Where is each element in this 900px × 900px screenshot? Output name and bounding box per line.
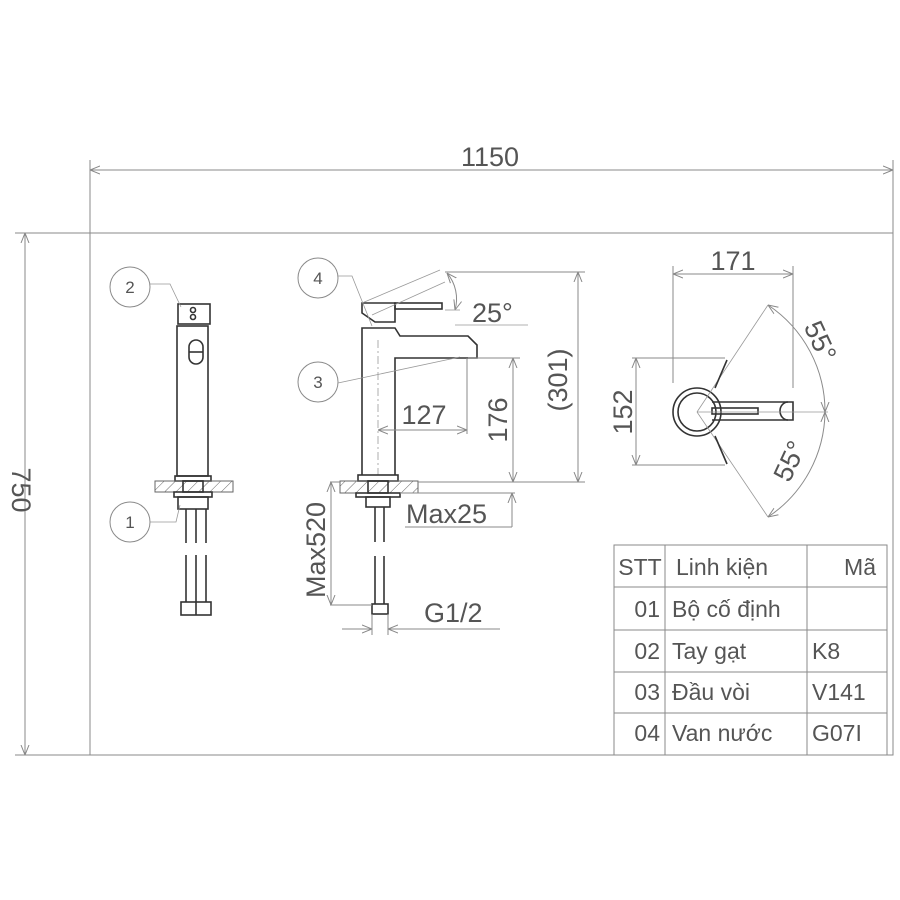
overall-width-label: 1150 (461, 142, 519, 172)
side-view (339, 269, 478, 615)
total-height-dimension: (301) (418, 271, 585, 483)
max-hose-dimension: Max520 (301, 481, 372, 606)
spout-height-dimension: 176 (468, 357, 520, 482)
thread-dimension: G1/2 (342, 598, 500, 635)
svg-text:1: 1 (125, 513, 134, 532)
svg-text:04: 04 (634, 720, 660, 746)
svg-text:03: 03 (634, 679, 660, 705)
svg-text:G07I: G07I (812, 720, 862, 746)
svg-text:G1/2: G1/2 (424, 598, 483, 628)
callout-3: 3 (297, 356, 461, 403)
svg-text:2: 2 (125, 278, 134, 297)
svg-text:Max520: Max520 (301, 502, 331, 598)
svg-text:4: 4 (313, 269, 322, 288)
svg-text:01: 01 (634, 596, 660, 622)
svg-text:Đầu vòi: Đầu vòi (672, 679, 750, 705)
parts-table: STT Linh kiện Mã 01 Bộ cố định 02 Tay gạ… (613, 544, 888, 756)
top-depth-dimension: 152 (608, 357, 725, 466)
svg-text:STT: STT (618, 554, 661, 580)
table-row: 04 Van nước G07I (634, 720, 861, 746)
svg-text:V141: V141 (812, 679, 866, 705)
svg-text:25°: 25° (472, 298, 513, 328)
frame-border (89, 232, 894, 756)
svg-text:Mã: Mã (844, 554, 876, 580)
lever-angle-dimension: 25° (445, 273, 528, 328)
table-row: 02 Tay gạt K8 (634, 638, 840, 664)
svg-text:(301): (301) (543, 348, 573, 411)
front-view (154, 303, 234, 616)
table-header: STT Linh kiện Mã (618, 554, 876, 580)
spout-reach-dimension: 127 (378, 358, 468, 434)
top-width-dimension: 171 (672, 246, 794, 388)
svg-text:Linh kiện: Linh kiện (676, 554, 768, 580)
svg-text:K8: K8 (812, 638, 840, 664)
svg-text:Max25: Max25 (406, 499, 487, 529)
angle-up-label: 55° (798, 316, 842, 366)
svg-text:3: 3 (313, 373, 322, 392)
overall-height-label: 750 (6, 467, 36, 512)
svg-text:127: 127 (401, 400, 446, 430)
top-view (672, 305, 828, 517)
table-row: 03 Đầu vòi V141 (634, 679, 865, 705)
max-counter-dimension: Max25 (400, 492, 515, 529)
callout-4: 4 (297, 257, 373, 327)
svg-text:152: 152 (608, 389, 638, 434)
svg-text:171: 171 (710, 246, 755, 276)
callout-1: 1 (109, 501, 181, 543)
overall-width-dimension: 1150 (89, 142, 894, 233)
table-row: 01 Bộ cố định (634, 596, 780, 622)
callout-2: 2 (109, 266, 182, 308)
svg-text:02: 02 (634, 638, 660, 664)
svg-text:Tay gạt: Tay gạt (672, 638, 747, 664)
svg-text:Bộ cố định: Bộ cố định (672, 596, 781, 622)
svg-text:Van nước: Van nước (672, 720, 772, 746)
overall-height-dimension: 750 (6, 232, 90, 756)
svg-text:176: 176 (483, 397, 513, 442)
